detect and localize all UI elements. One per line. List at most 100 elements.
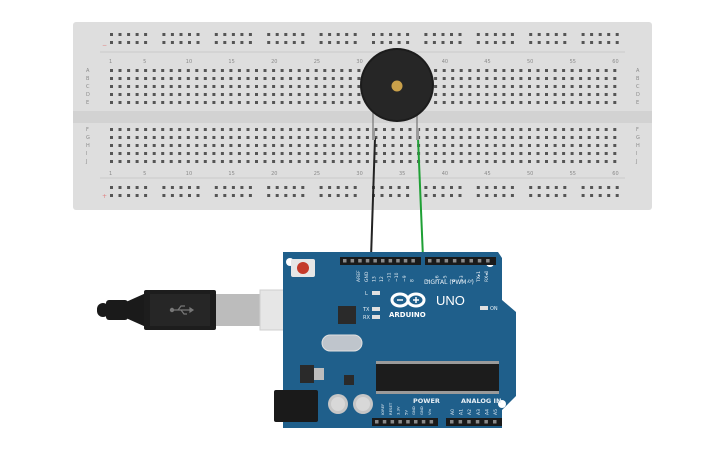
column-number: 45 <box>484 171 490 177</box>
row-letter: D <box>636 92 640 98</box>
analog-pin-label: A0 <box>450 409 456 415</box>
row-letter: B <box>86 76 90 82</box>
digital-pin-label: AREF <box>356 270 362 282</box>
row-letter: B <box>636 76 640 82</box>
row-letter: I <box>86 151 87 157</box>
analog-pin-label: A3 <box>476 409 482 415</box>
column-number: 25 <box>314 171 320 177</box>
power-pin-label: RESET <box>388 402 393 415</box>
power-label: POWER <box>413 397 440 405</box>
piezo-buzzer-icon <box>391 80 403 92</box>
column-number: 60 <box>612 59 618 65</box>
row-letter: F <box>86 127 89 133</box>
led-l-label: L <box>365 291 368 297</box>
row-letter: G <box>636 135 640 141</box>
on-label: ON <box>490 306 498 312</box>
column-number: 60 <box>612 171 618 177</box>
power-rail-top[interactable] <box>110 33 619 44</box>
power-jack[interactable] <box>274 390 318 422</box>
column-number: 1 <box>109 171 112 177</box>
digital-header[interactable] <box>343 259 490 263</box>
column-number: 30 <box>356 171 362 177</box>
row-letter: H <box>86 143 90 149</box>
model-label: UNO <box>436 293 465 308</box>
digital-pin-label: 8 <box>409 279 415 282</box>
row-letter: I <box>636 151 637 157</box>
column-number: 5 <box>143 59 146 65</box>
digital-pin-label: RX◂0 <box>484 271 490 282</box>
row-letter: H <box>636 143 640 149</box>
row-letter: J <box>85 159 87 165</box>
row-letter: C <box>86 84 90 90</box>
power-pin-label: GND <box>411 406 416 415</box>
analog-pin-label: A4 <box>484 409 490 415</box>
analog-pin-label: A2 <box>467 409 473 415</box>
column-number: 40 <box>442 59 448 65</box>
column-number: 55 <box>570 171 576 177</box>
digital-pin-label: TX▸1 <box>476 271 482 283</box>
row-letter: A <box>636 68 640 74</box>
digital-pin-label: ~3 <box>459 275 465 282</box>
digital-pin-label: GND <box>364 271 370 282</box>
row-letter: F <box>636 127 639 133</box>
digital-pin-label: ~5 <box>443 275 449 282</box>
column-number: 45 <box>484 59 490 65</box>
power-pin-label: 3.3V <box>396 406 401 415</box>
column-number: 15 <box>228 59 234 65</box>
row-letter: A <box>86 68 90 74</box>
power-rail-bottom[interactable] <box>110 186 619 197</box>
column-number: 1 <box>109 59 112 65</box>
power-pin-label: IOREF <box>380 404 385 415</box>
row-letter: C <box>636 84 640 90</box>
digital-pin-label: ~10 <box>394 272 400 282</box>
column-number: 35 <box>399 171 405 177</box>
column-number: 20 <box>271 171 277 177</box>
usb-chip <box>338 306 356 324</box>
column-number: 25 <box>314 59 320 65</box>
digital-label: DIGITAL (PWM~) <box>424 279 474 286</box>
column-number: 50 <box>527 171 533 177</box>
analog-pin-label: A1 <box>459 409 465 415</box>
digital-pin-label: 7 <box>426 279 432 282</box>
column-number: 50 <box>527 59 533 65</box>
digital-pin-label: 13 <box>371 276 377 282</box>
row-letter: D <box>86 92 90 98</box>
column-number: 30 <box>356 59 362 65</box>
column-number: 20 <box>271 59 277 65</box>
led-tx-label: TX <box>362 307 370 313</box>
power-pin-label: Vin <box>427 408 432 415</box>
row-letter: G <box>86 135 90 141</box>
crystal <box>321 334 363 352</box>
terminal-strip-bottom[interactable] <box>110 128 617 163</box>
column-number: 10 <box>186 59 192 65</box>
usb-icon <box>169 305 195 315</box>
digital-pin-label: ~11 <box>387 272 393 282</box>
digital-pin-label: 2 <box>468 279 474 282</box>
row-letter: E <box>636 100 639 106</box>
row-letter: J <box>635 159 637 165</box>
svg-text:−: − <box>102 42 107 49</box>
digital-pin-label: ~6 <box>434 275 440 282</box>
column-number: 5 <box>143 171 146 177</box>
gnd-wire[interactable] <box>370 137 376 259</box>
column-number: 55 <box>570 59 576 65</box>
signal-wire[interactable] <box>417 137 424 259</box>
power-analog-header[interactable] <box>375 420 497 424</box>
power-pin-label: 5V <box>403 410 408 415</box>
brand-label: ARDUINO <box>389 311 426 319</box>
piezo-buzzer[interactable] <box>360 48 434 140</box>
wires[interactable] <box>370 137 424 259</box>
row-letter: E <box>86 100 89 106</box>
digital-pin-label: 12 <box>379 276 385 282</box>
led-rx-label: RX <box>363 315 370 321</box>
atmega-chip <box>376 364 499 391</box>
power-pin-label: GND <box>419 406 424 415</box>
column-number: 15 <box>228 171 234 177</box>
